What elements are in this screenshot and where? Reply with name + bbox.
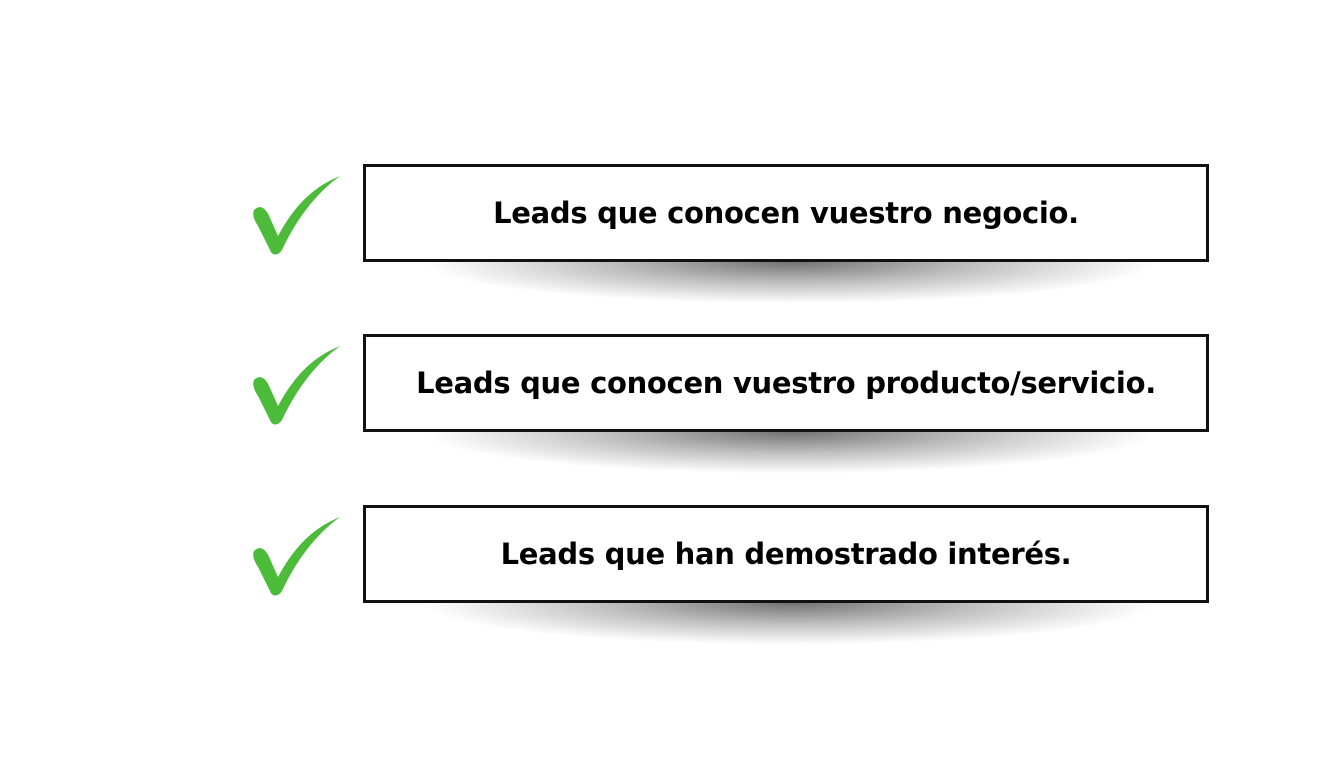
checklist-item: Leads que conocen vuestro producto/servi…	[0, 334, 1341, 474]
item-box: Leads que conocen vuestro producto/servi…	[363, 334, 1209, 432]
check-icon	[253, 176, 340, 255]
checklist-item: Leads que conocen vuestro negocio.	[0, 164, 1341, 304]
item-label: Leads que han demostrado interés.	[500, 537, 1072, 571]
item-label: Leads que conocen vuestro negocio.	[493, 196, 1079, 230]
checklist-item: Leads que han demostrado interés.	[0, 505, 1341, 645]
item-box: Leads que han demostrado interés.	[363, 505, 1209, 603]
item-label: Leads que conocen vuestro producto/servi…	[416, 366, 1156, 400]
check-icon	[253, 346, 340, 425]
check-icon	[253, 517, 340, 596]
item-box: Leads que conocen vuestro negocio.	[363, 164, 1209, 262]
